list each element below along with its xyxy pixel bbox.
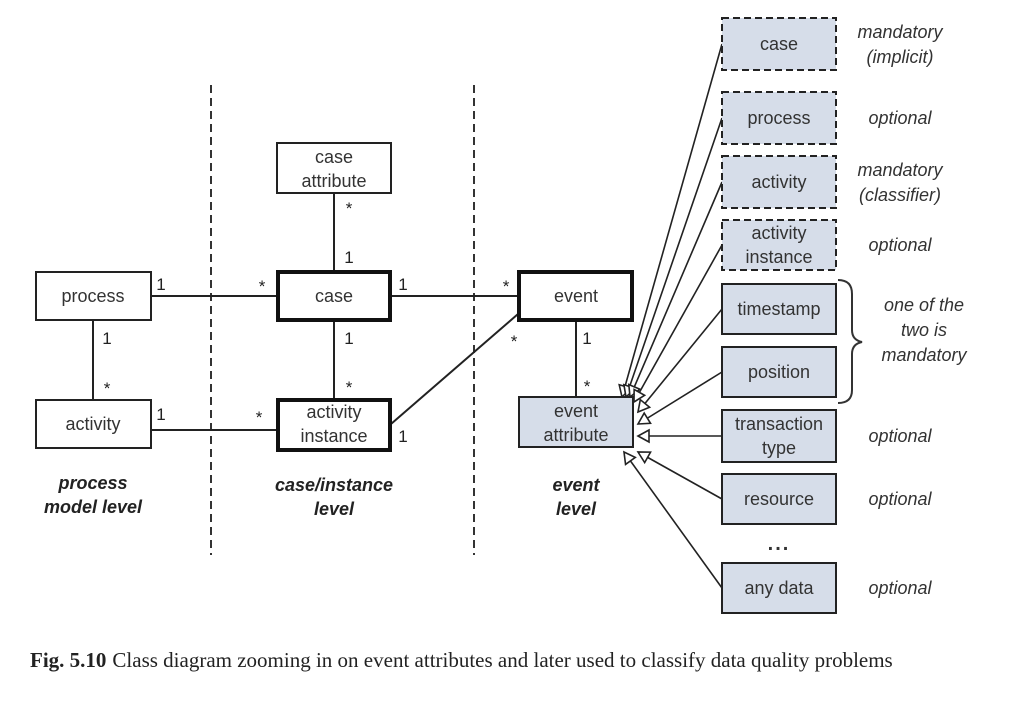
brace-note-2: two is xyxy=(901,320,947,340)
mult-case-event-event: * xyxy=(503,277,510,296)
mult-process-case-process: 1 xyxy=(156,275,165,294)
level-label-case-instance-2: level xyxy=(314,499,355,519)
mult-event-eattr-event: 1 xyxy=(582,329,591,348)
class-event-label: event xyxy=(554,286,598,306)
generalization-line xyxy=(623,451,723,589)
attribute-class-position: position xyxy=(721,346,837,398)
class-process: process xyxy=(35,271,152,321)
class-activity-instance: activity instance xyxy=(276,398,392,452)
attribute-class-activity: activity mandatory (classifier) xyxy=(721,155,944,209)
mult-ai-event-ai: 1 xyxy=(398,427,407,446)
class-activity-instance-label-2: instance xyxy=(300,426,367,446)
mult-process-activity-activity: * xyxy=(104,379,111,398)
ellipsis: ... xyxy=(768,533,791,555)
generalization-line xyxy=(625,117,723,398)
class-event-attribute-label-1: event xyxy=(554,401,598,421)
attribute-class-label: instance xyxy=(745,247,812,267)
attribute-class-label: type xyxy=(762,438,796,458)
class-event: event xyxy=(517,270,634,322)
class-case-attribute: case attribute xyxy=(276,142,392,194)
caption-text: Class diagram zooming in on event attrib… xyxy=(112,648,893,672)
mult-caseattr-case-attr: * xyxy=(346,199,353,218)
mult-ai-event-event: * xyxy=(511,332,518,351)
attribute-note: optional xyxy=(868,489,932,509)
brace-note-1: one of the xyxy=(884,295,964,315)
attribute-class-label: case xyxy=(760,34,798,54)
generalization-arrowhead xyxy=(636,398,652,414)
mult-event-eattr-attr: * xyxy=(584,377,591,396)
level-label-event-1: event xyxy=(552,475,600,495)
attribute-class-resource: resource optional xyxy=(721,473,933,525)
level-label-process-model-1: process xyxy=(57,473,127,493)
class-process-label: process xyxy=(61,286,124,306)
attribute-class-label: timestamp xyxy=(737,299,820,319)
mult-process-case-case: * xyxy=(259,277,266,296)
brace xyxy=(837,279,863,404)
generalization-line xyxy=(621,43,723,398)
attribute-note: mandatory xyxy=(857,22,943,42)
class-event-attribute: event attribute xyxy=(518,396,634,448)
generalization-arrowhead xyxy=(636,411,652,425)
attribute-class-timestamp: timestamp xyxy=(721,283,837,335)
generalization-arrowhead xyxy=(623,450,637,466)
mult-case-event-case: 1 xyxy=(398,275,407,294)
attribute-class-label: process xyxy=(747,108,810,128)
mult-caseattr-case-case: 1 xyxy=(344,248,353,267)
generalization-arrowhead xyxy=(633,388,647,404)
class-activity: activity xyxy=(35,399,152,449)
class-diagram: process activity case attribute case act… xyxy=(35,17,968,614)
attribute-note: (implicit) xyxy=(867,47,934,67)
attribute-class-any-data: any data optional xyxy=(721,562,933,614)
generalization-line xyxy=(637,371,723,425)
class-activity-label: activity xyxy=(65,414,120,434)
generalization-arrowhead xyxy=(636,451,652,465)
level-label-event-2: level xyxy=(556,499,597,519)
caption-label: Fig. 5.10 xyxy=(30,648,107,672)
class-event-attribute-label-2: attribute xyxy=(543,425,608,445)
generalization-line xyxy=(637,308,723,413)
attribute-note: mandatory xyxy=(857,160,943,180)
mult-activity-ai-ai: * xyxy=(256,408,263,427)
attribute-class-process: process optional xyxy=(721,91,933,145)
brace-note-3: mandatory xyxy=(881,345,967,365)
mult-case-ai-case: 1 xyxy=(344,329,353,348)
level-label-process-model-2: model level xyxy=(44,497,143,517)
attribute-class-case: case mandatory (implicit) xyxy=(721,17,944,71)
class-case-attribute-label-1: case xyxy=(315,147,353,167)
class-case-label: case xyxy=(315,286,353,306)
attribute-note: optional xyxy=(868,108,932,128)
generalization-line xyxy=(633,244,723,403)
attribute-class-label: resource xyxy=(744,489,814,509)
attribute-class-label: any data xyxy=(744,578,814,598)
generalization-line xyxy=(637,451,723,500)
attribute-class-label: position xyxy=(748,362,810,382)
attribute-class-label: activity xyxy=(751,223,806,243)
level-label-case-instance-1: case/instance xyxy=(275,475,393,495)
class-activity-instance-label-1: activity xyxy=(306,402,361,422)
mult-activity-ai-activity: 1 xyxy=(156,405,165,424)
mult-process-activity-process: 1 xyxy=(102,329,111,348)
attribute-note: optional xyxy=(868,426,932,446)
attribute-note: optional xyxy=(868,578,932,598)
generalization-arrowhead xyxy=(636,428,650,444)
attribute-class-activity-instance: activity instance optional xyxy=(721,219,933,271)
attribute-class-transaction-type: transaction type optional xyxy=(721,409,933,463)
attribute-class-label: transaction xyxy=(735,414,823,434)
attribute-note: optional xyxy=(868,235,932,255)
generalization-line xyxy=(629,181,723,398)
attribute-class-label: activity xyxy=(751,172,806,192)
class-case-attribute-label-2: attribute xyxy=(301,171,366,191)
mult-case-ai-ai: * xyxy=(346,378,353,397)
attribute-note: (classifier) xyxy=(859,185,941,205)
assoc-activity-instance-event xyxy=(390,313,519,425)
class-case: case xyxy=(276,270,392,322)
